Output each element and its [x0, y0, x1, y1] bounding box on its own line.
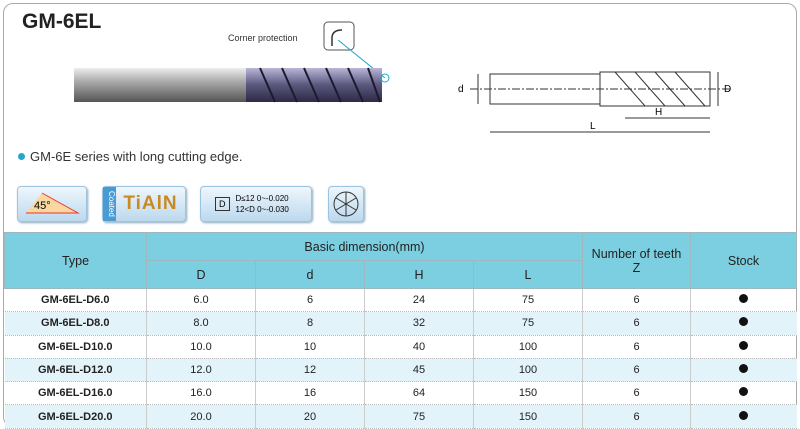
svg-text:D: D: [724, 84, 731, 95]
product-title: GM-6EL: [22, 10, 102, 33]
cell-stock: [690, 358, 797, 383]
header-type: Type: [4, 232, 147, 289]
cell-D: 12.0: [146, 358, 256, 383]
svg-text:45°: 45°: [34, 200, 51, 212]
tolerance-symbol: D: [215, 197, 230, 211]
coated-label: Coated: [103, 187, 116, 221]
header-D: D: [146, 260, 256, 289]
helix-angle-badge: 45°: [17, 186, 87, 222]
cell-stock: [690, 288, 797, 313]
cell-Z: 6: [582, 404, 691, 429]
in-stock-icon: [739, 410, 749, 420]
cell-d: 20: [255, 404, 365, 429]
cell-d: 10: [255, 335, 365, 359]
cell-type: GM-6EL-D20.0: [4, 404, 147, 429]
cell-L: 150: [473, 404, 583, 429]
tolerance-line: 12<D 0~-0.030: [235, 205, 289, 214]
cell-L: 75: [473, 288, 583, 313]
cell-D: 20.0: [146, 404, 256, 429]
cell-type: GM-6EL-D12.0: [4, 358, 147, 383]
cell-H: 40: [364, 335, 474, 359]
cell-D: 8.0: [146, 311, 256, 336]
end-mill-photo: [74, 21, 390, 103]
corner-protection-label: Corner protection: [228, 33, 298, 43]
cell-Z: 6: [582, 381, 691, 406]
in-stock-icon: [739, 340, 749, 350]
cell-stock: [690, 335, 797, 359]
cell-H: 75: [364, 404, 474, 429]
cell-Z: 6: [582, 335, 691, 359]
cell-stock: [690, 404, 797, 429]
feature-label: GM-6E series with long cutting edge.: [30, 149, 243, 164]
cell-type: GM-6EL-D8.0: [4, 311, 147, 336]
cell-Z: 6: [582, 358, 691, 383]
tolerance-badge: D D≤12 0~-0.020 12<D 0~-0.030: [200, 186, 312, 222]
cell-D: 16.0: [146, 381, 256, 406]
header-L: L: [473, 260, 583, 289]
cell-Z: 6: [582, 311, 691, 336]
cell-stock: [690, 381, 797, 406]
spec-table: Type Basic dimension(mm) Number of teeth…: [4, 232, 797, 429]
flute-section-badge: [328, 186, 364, 222]
cell-D: 6.0: [146, 288, 256, 313]
header-stock: Stock: [690, 232, 797, 289]
header-basic-dimension: Basic dimension(mm): [146, 232, 583, 261]
cell-d: 12: [255, 358, 365, 383]
header-d: d: [255, 260, 365, 289]
cell-L: 100: [473, 358, 583, 383]
svg-text:H: H: [655, 107, 662, 118]
cell-H: 45: [364, 358, 474, 383]
cell-type: GM-6EL-D6.0: [4, 288, 147, 313]
cell-D: 10.0: [146, 335, 256, 359]
in-stock-icon: [739, 317, 749, 327]
cell-L: 150: [473, 381, 583, 406]
feature-text: GM-6E series with long cutting edge.: [18, 149, 242, 164]
coating-label: TiAlN: [123, 193, 178, 214]
cell-Z: 6: [582, 288, 691, 313]
in-stock-icon: [739, 364, 749, 374]
svg-text:L: L: [590, 121, 596, 132]
cell-type: GM-6EL-D10.0: [4, 335, 147, 359]
cell-L: 100: [473, 335, 583, 359]
svg-text:d: d: [458, 84, 464, 95]
in-stock-icon: [739, 387, 749, 397]
cell-d: 6: [255, 288, 365, 313]
cell-H: 32: [364, 311, 474, 336]
flute-cross-section-icon: [333, 191, 359, 217]
cell-stock: [690, 311, 797, 336]
cell-d: 8: [255, 311, 365, 336]
cell-H: 64: [364, 381, 474, 406]
cell-type: GM-6EL-D16.0: [4, 381, 147, 406]
cell-d: 16: [255, 381, 365, 406]
header-H: H: [364, 260, 474, 289]
cell-L: 75: [473, 311, 583, 336]
coating-badge: Coated TiAlN: [102, 186, 186, 222]
cell-H: 24: [364, 288, 474, 313]
technical-drawing: d D H L: [458, 71, 731, 133]
bullet-icon: [18, 153, 25, 160]
in-stock-icon: [739, 294, 749, 304]
corner-detail-icon: [323, 21, 355, 51]
tolerance-line: D≤12 0~-0.020: [235, 194, 289, 203]
